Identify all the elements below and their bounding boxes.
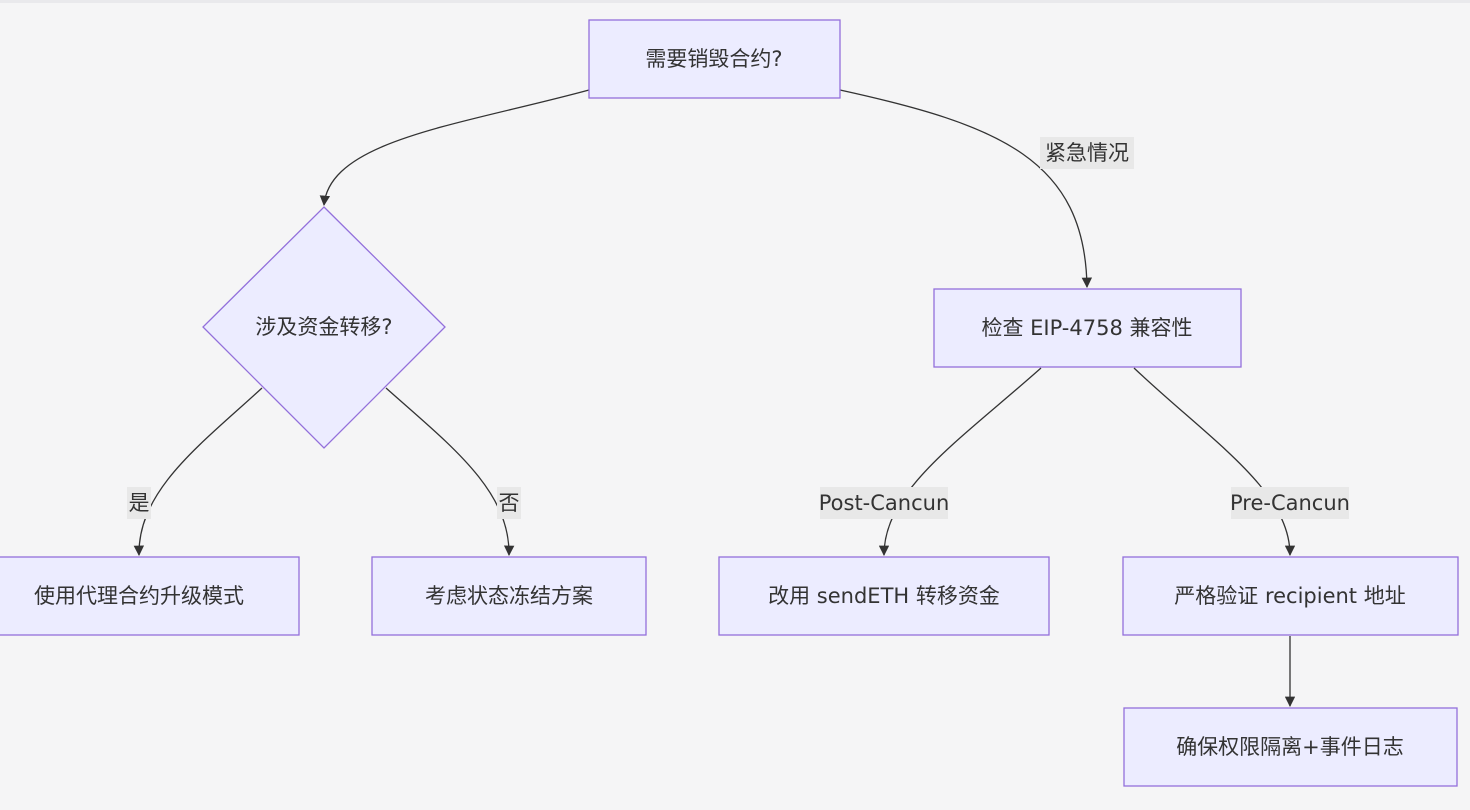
edge-check-to-sendeth <box>878 367 1042 557</box>
edge-label-pre-cancun-text: Pre-Cancun <box>1230 491 1350 515</box>
edge-label-yes-text: 是 <box>129 491 150 515</box>
edge-label-post-cancun-text: Post-Cancun <box>819 491 950 515</box>
node-proxy: 使用代理合约升级模式 <box>0 556 300 636</box>
edge-label-pre-cancun: Pre-Cancun <box>1230 487 1350 519</box>
edge-label-post-cancun: Post-Cancun <box>819 487 950 519</box>
node-verify: 严格验证 recipient 地址 <box>1122 556 1459 636</box>
node-freeze-text: 考虑状态冻结方案 <box>425 584 593 608</box>
node-verify-text: 严格验证 recipient 地址 <box>1174 584 1405 608</box>
edge-label-no-text: 否 <box>499 491 520 515</box>
edge-start-to-decision <box>319 89 590 207</box>
edge-label-emergency-text: 紧急情况 <box>1045 141 1129 165</box>
edge-label-yes: 是 <box>127 487 151 519</box>
edge-label-no: 否 <box>497 487 521 519</box>
edge-check-to-verify <box>1133 367 1296 557</box>
node-check-text: 检查 EIP-4758 兼容性 <box>981 316 1192 340</box>
top-border <box>0 0 1470 3</box>
node-start: 需要销毁合约? <box>588 19 841 99</box>
node-check: 检查 EIP-4758 兼容性 <box>933 288 1242 368</box>
node-isolate-text: 确保权限隔离+事件日志 <box>1176 735 1404 759</box>
edge-label-emergency: 紧急情况 <box>1040 137 1134 169</box>
node-decision: 涉及资金转移? <box>202 206 446 449</box>
edge-decision-to-freeze <box>385 387 515 557</box>
node-freeze: 考虑状态冻结方案 <box>371 556 647 636</box>
edge-start-to-check <box>839 89 1093 289</box>
edge-decision-to-proxy <box>133 387 263 557</box>
node-start-text: 需要销毁合约? <box>645 47 782 71</box>
node-decision-text: 涉及资金转移? <box>255 315 392 339</box>
node-sendeth-text: 改用 sendETH 转移资金 <box>768 584 1000 608</box>
node-proxy-text: 使用代理合约升级模式 <box>34 584 244 608</box>
node-isolate: 确保权限隔离+事件日志 <box>1123 707 1458 787</box>
node-sendeth: 改用 sendETH 转移资金 <box>718 556 1050 636</box>
